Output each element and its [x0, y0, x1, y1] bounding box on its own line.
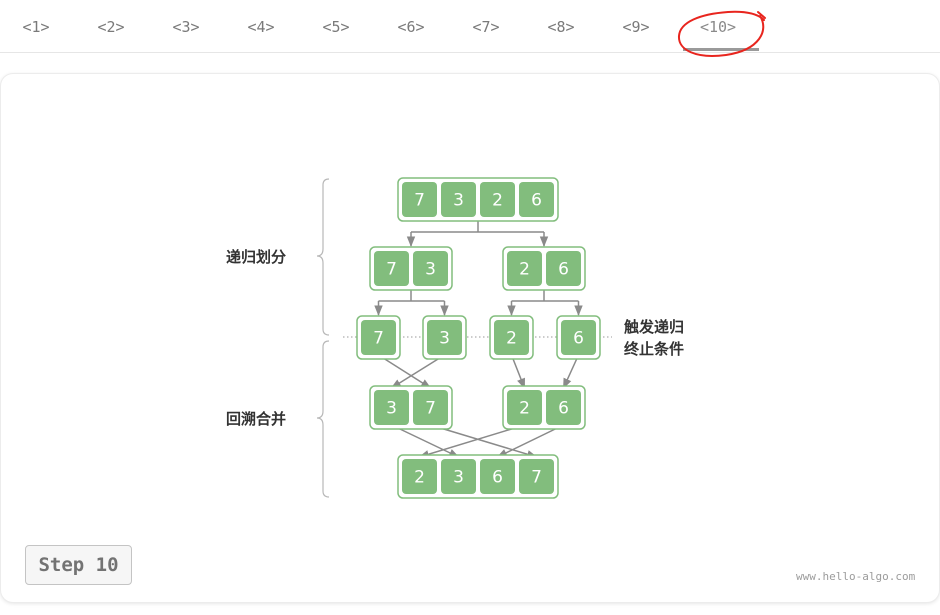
array-cell-value: 3 — [453, 468, 464, 488]
divide-label: 递归划分 — [226, 248, 286, 266]
array-cell — [546, 251, 581, 286]
array-cell — [402, 459, 437, 494]
flow-arrow — [510, 354, 526, 389]
array-group-level2-0: 7 — [356, 315, 401, 360]
array-group-level2-2: 2 — [489, 315, 534, 360]
array-cell — [494, 320, 529, 355]
array-cell — [546, 390, 581, 425]
annotation-circle — [677, 10, 766, 57]
array-cell-value: 7 — [425, 399, 436, 419]
divide-brace — [316, 178, 330, 336]
tab-step-8[interactable]: <8> — [547, 18, 575, 36]
tab-step-9[interactable]: <9> — [622, 18, 650, 36]
array-cell — [441, 182, 476, 217]
step-tab-bar: <1> <2> <3> <4> <5> <6> <7> <8> <9> <10> — [0, 0, 940, 57]
tab-step-6[interactable]: <6> — [397, 18, 425, 36]
array-cell — [561, 320, 596, 355]
array-cell-value: 3 — [386, 399, 397, 419]
merge-label: 回溯合并 — [226, 410, 286, 428]
termination-label-line2: 终止条件 — [624, 340, 684, 358]
array-cell-value: 3 — [439, 329, 450, 349]
tab-step-5[interactable]: <5> — [322, 18, 350, 36]
array-cell-value: 2 — [519, 260, 530, 280]
array-cell-value: 6 — [558, 260, 569, 280]
array-cell — [507, 251, 542, 286]
array-cell-value: 6 — [573, 329, 584, 349]
flow-arrow — [390, 354, 445, 389]
flow-arrow — [378, 354, 432, 389]
tab-step-3[interactable]: <3> — [172, 18, 200, 36]
merge-brace — [316, 340, 330, 498]
diagram-panel — [1, 74, 939, 602]
array-group-level2-1: 3 — [422, 315, 467, 360]
array-cell-value: 2 — [492, 191, 503, 211]
array-cell — [374, 390, 409, 425]
tab-step-1[interactable]: <1> — [22, 18, 50, 36]
array-cell-value: 6 — [558, 399, 569, 419]
step-badge: Step 10 — [25, 545, 132, 585]
flow-arrow — [418, 424, 525, 459]
array-cell-value: 3 — [453, 191, 464, 211]
flow-arrow — [430, 424, 538, 459]
array-cell-value: 2 — [414, 468, 425, 488]
array-cell — [402, 182, 437, 217]
array-cell-value: 2 — [519, 399, 530, 419]
array-group-level4-0: 2 3 6 7 — [397, 454, 559, 499]
annotations-layer: 递归划分 回溯合并 触发递归 终止条件 — [226, 178, 684, 498]
termination-label-line1: 触发递归 — [624, 318, 684, 336]
array-cell — [361, 320, 396, 355]
active-tab-underline — [683, 48, 759, 51]
flow-arrow — [496, 424, 564, 458]
array-group-level0-0: 7 3 2 6 — [397, 177, 559, 222]
array-cell-value: 6 — [531, 191, 542, 211]
array-cell — [427, 320, 462, 355]
array-cell-value: 7 — [386, 260, 397, 280]
array-cell-value: 3 — [425, 260, 436, 280]
tab-step-10[interactable]: <10> — [699, 18, 737, 36]
array-cell-value: 7 — [373, 329, 384, 349]
array-cell — [413, 390, 448, 425]
arrows-layer — [374, 221, 583, 459]
array-group-box — [397, 454, 559, 499]
array-cell-value: 2 — [506, 329, 517, 349]
array-cell — [441, 459, 476, 494]
watermark: www.hello-algo.com — [796, 570, 916, 583]
array-cell — [413, 251, 448, 286]
tab-step-4[interactable]: <4> — [247, 18, 275, 36]
array-cell — [480, 459, 515, 494]
flow-arrow — [562, 354, 580, 389]
array-cell — [507, 390, 542, 425]
array-group-box — [397, 177, 559, 222]
flow-arrow — [391, 424, 460, 458]
array-cell — [480, 182, 515, 217]
array-cell — [519, 459, 554, 494]
tab-step-7[interactable]: <7> — [472, 18, 500, 36]
array-cell — [374, 251, 409, 286]
array-cell-value: 7 — [531, 468, 542, 488]
tab-step-2[interactable]: <2> — [97, 18, 125, 36]
array-cell-value: 6 — [492, 468, 503, 488]
array-cell — [519, 182, 554, 217]
array-cell-value: 7 — [414, 191, 425, 211]
array-group-level2-3: 6 — [556, 315, 601, 360]
